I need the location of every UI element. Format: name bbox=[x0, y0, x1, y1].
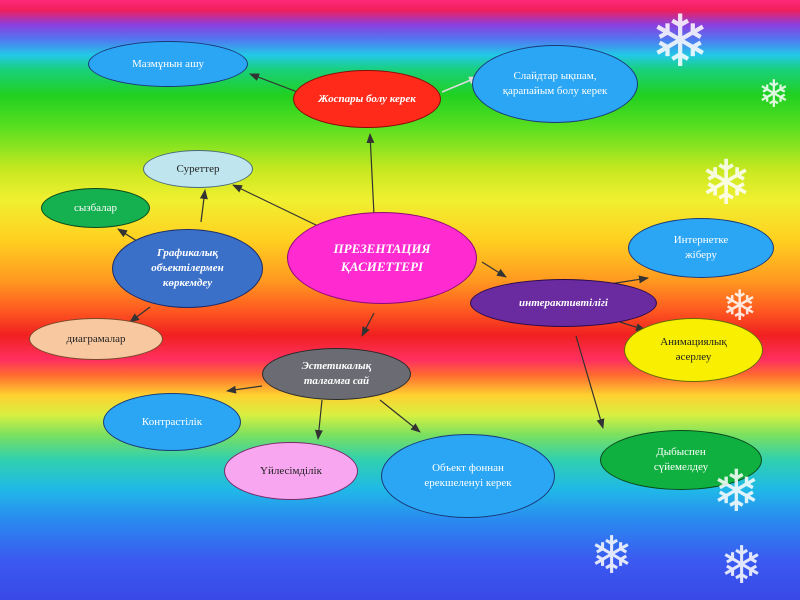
plan-node: Жоспары болу керек bbox=[293, 70, 441, 128]
arrow-interactive-to-sound bbox=[575, 335, 605, 429]
harmony-node: Үйлесімділік bbox=[224, 442, 358, 500]
sound-label: Дыбыспен сүйемелдеу bbox=[653, 446, 709, 473]
arrow-aesthetic-to-object bbox=[379, 399, 421, 433]
contrast-node: Контрастілік bbox=[103, 393, 241, 451]
diagrams-node: диаграмалар bbox=[29, 318, 163, 360]
arrow-aesthetic-to-contrast bbox=[226, 385, 263, 394]
arrow-center-to-plan bbox=[366, 133, 375, 216]
animation-node: Анимациялық әсерлеу bbox=[624, 318, 763, 382]
snowflake-icon: ❄ bbox=[590, 526, 634, 586]
interactive-label: интерактивтілігі bbox=[519, 296, 608, 309]
diagrams-label: диаграмалар bbox=[66, 332, 126, 345]
snowflake-icon: ❄ bbox=[758, 72, 790, 116]
arrow-graphic-to-pictures bbox=[199, 189, 208, 223]
aesthetic-node: Эстетикалық талғамға сай bbox=[262, 348, 411, 400]
internet-label: Интернетке жіберу bbox=[673, 234, 729, 261]
graphic-node: Графикалық объектілермен көркемдеу bbox=[112, 229, 263, 308]
graphic-label: Графикалық объектілермен көркемдеу bbox=[151, 247, 224, 289]
arrow-plan-to-content bbox=[249, 73, 301, 94]
snowflake-icon: ❄ bbox=[722, 281, 758, 330]
center-label: ПРЕЗЕНТАЦИЯ ҚАСИЕТТЕРІ bbox=[333, 241, 431, 274]
plan-label: Жоспары болу керек bbox=[318, 92, 416, 105]
pictures-label: Суреттер bbox=[176, 162, 220, 175]
sound-node: Дыбыспен сүйемелдеу bbox=[600, 430, 762, 490]
arrow-graphic-to-diagrams bbox=[129, 306, 151, 323]
snowflake-icon: ❄ bbox=[650, 0, 711, 83]
slides-label: Слайдтар ықшам, қарапайым болу керек bbox=[502, 70, 608, 97]
pictures-node: Суреттер bbox=[143, 150, 253, 188]
content-node: Мазмұнын ашу bbox=[88, 41, 248, 87]
slides-node: Слайдтар ықшам, қарапайым болу керек bbox=[472, 45, 638, 123]
snowflake-icon: ❄ bbox=[712, 457, 761, 525]
aesthetic-label: Эстетикалық талғамға сай bbox=[301, 360, 372, 387]
object-node: Объект фоннан ерекшеленуі керек bbox=[381, 434, 555, 518]
arrow-center-to-interactive bbox=[481, 261, 507, 278]
arrow-center-to-aesthetic bbox=[361, 312, 375, 337]
internet-node: Интернетке жіберу bbox=[628, 218, 774, 278]
arrow-aesthetic-to-harmony bbox=[314, 399, 323, 440]
contrast-label: Контрастілік bbox=[141, 415, 203, 428]
animation-label: Анимациялық әсерлеу bbox=[660, 336, 727, 363]
center-node: ПРЕЗЕНТАЦИЯ ҚАСИЕТТЕРІ bbox=[287, 212, 477, 304]
snowflake-icon: ❄ bbox=[720, 536, 764, 596]
interactive-node: интерактивтілігі bbox=[470, 279, 657, 327]
drawings-label: сызбалар bbox=[73, 201, 118, 214]
object-label: Объект фоннан ерекшеленуі керек bbox=[424, 462, 512, 489]
arrow-center-to-pictures bbox=[232, 184, 319, 227]
harmony-label: Үйлесімділік bbox=[260, 464, 322, 477]
drawings-node: сызбалар bbox=[41, 188, 150, 228]
content-label: Мазмұнын ашу bbox=[131, 57, 205, 70]
snowflake-icon: ❄ bbox=[700, 146, 752, 219]
